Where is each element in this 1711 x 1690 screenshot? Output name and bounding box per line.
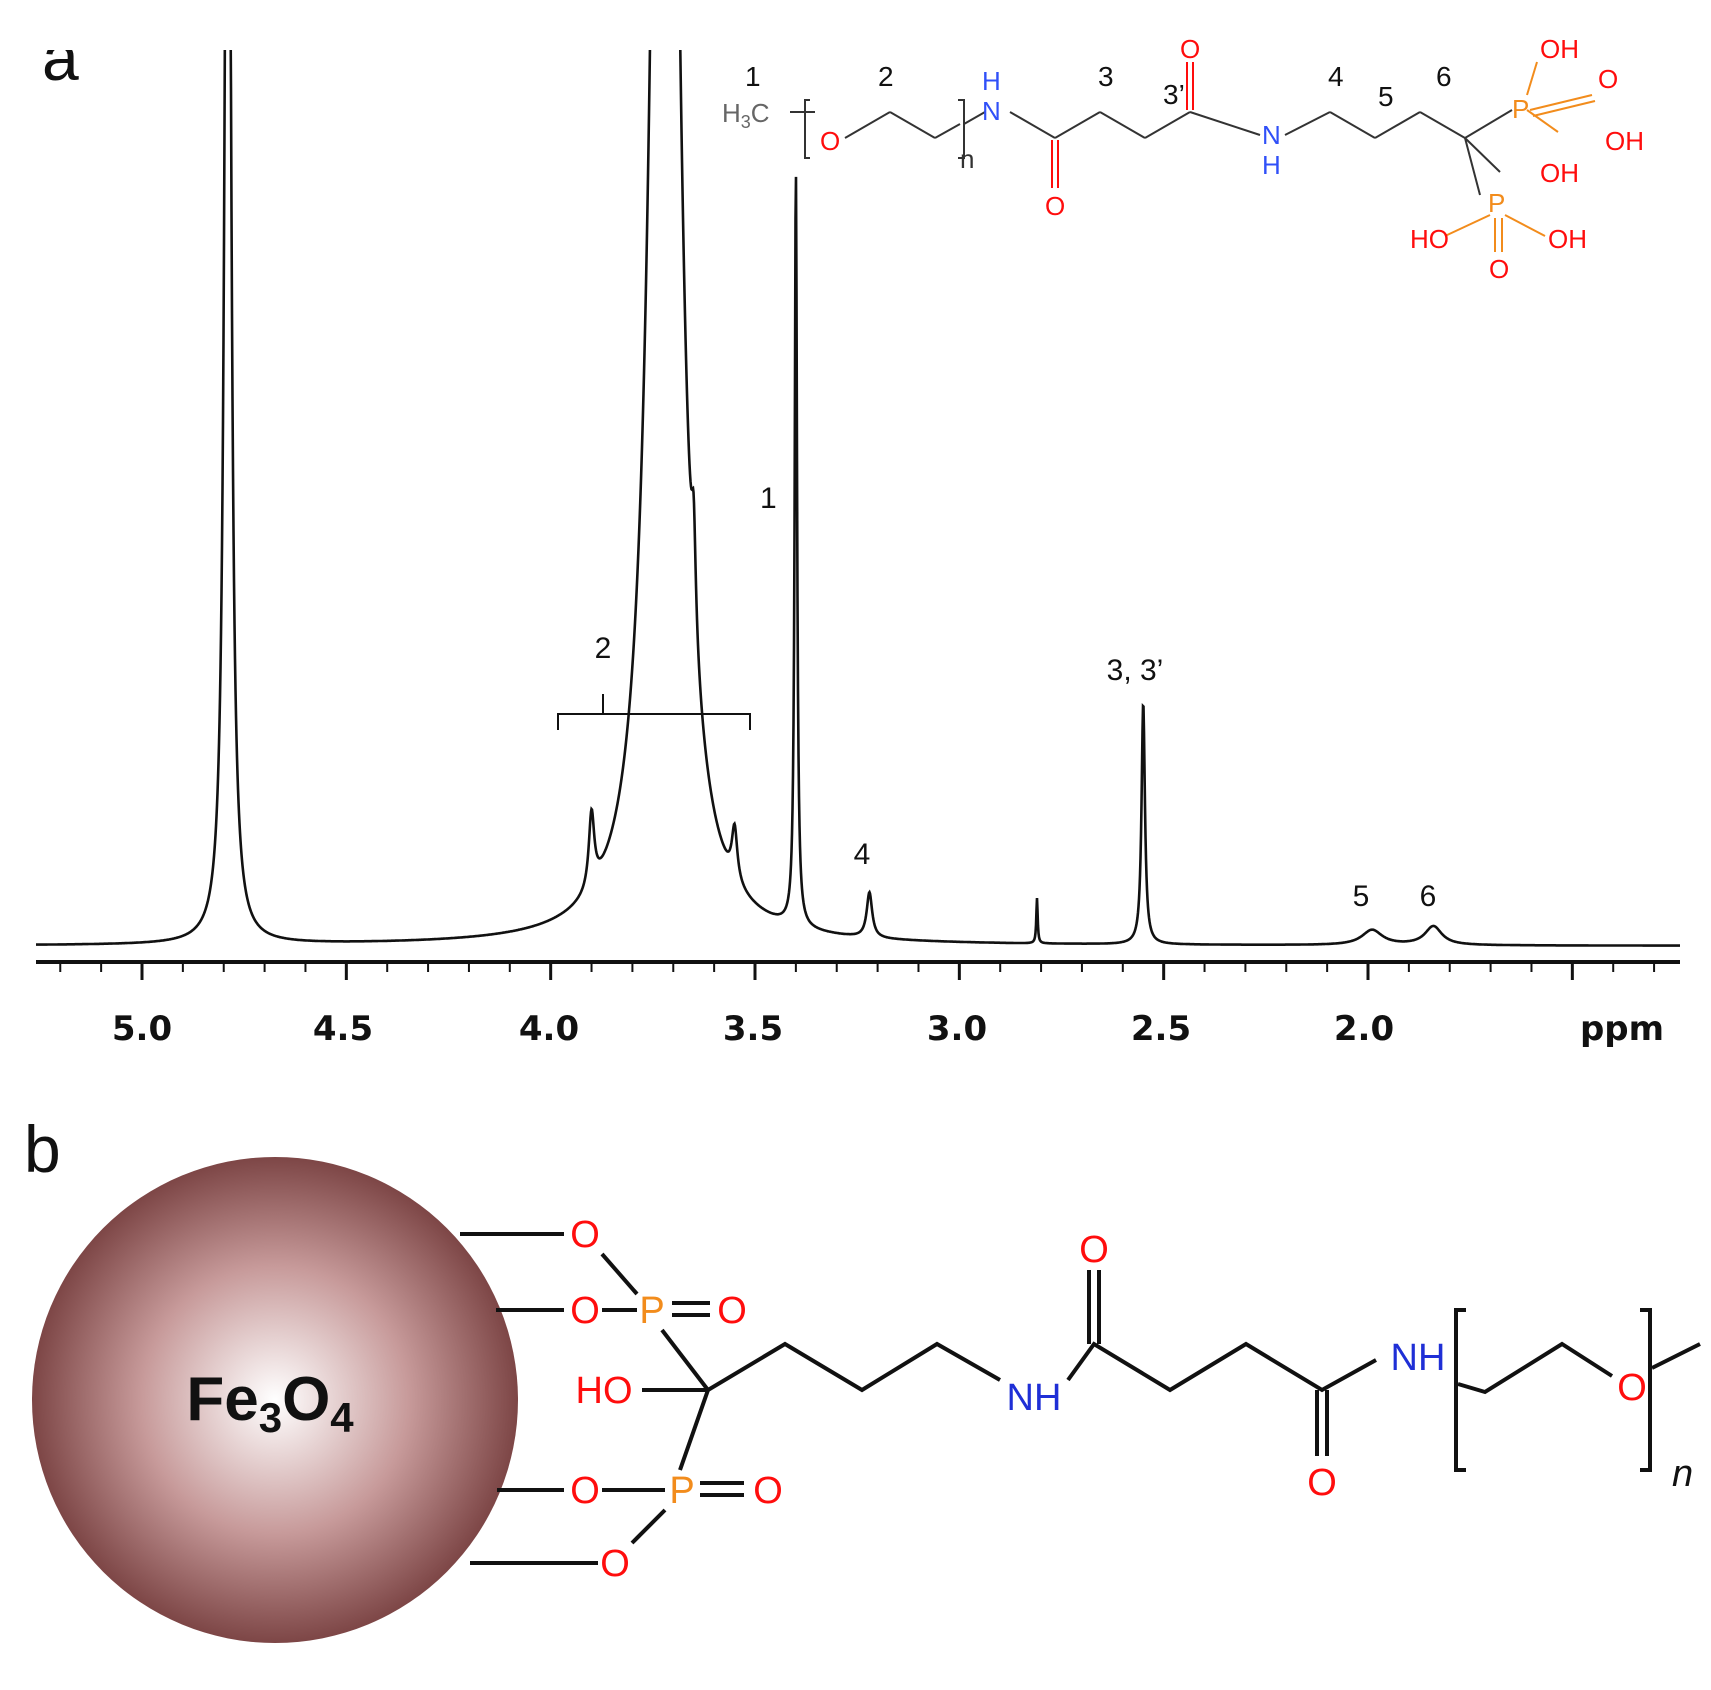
peg-repeat-n: n: [1672, 1453, 1693, 1495]
anchor-o-2: O: [570, 1290, 600, 1332]
panel-b-letter: b: [24, 1112, 61, 1186]
p2-ho-left: HO: [1410, 224, 1449, 254]
phosphorus-1: P: [639, 1290, 664, 1332]
phosphoryl-o-1: O: [717, 1290, 747, 1332]
carbonyl-o-lower: O: [1045, 191, 1065, 221]
peak-label-6: 6: [1420, 880, 1437, 913]
phosphorus-upper: P: [1512, 94, 1529, 124]
peg-ether-o: O: [1617, 1367, 1647, 1409]
p1-oh-right: OH: [1605, 126, 1644, 156]
phosphorus-2: P: [669, 1470, 694, 1512]
spectrum-trace: [36, 8, 1680, 947]
spectrum-top-clip: [0, 0, 1711, 50]
tick-label-4-5: 4.5: [313, 1009, 373, 1049]
c-oh: OH: [1540, 158, 1579, 188]
double-bonds: [1087, 1270, 1329, 1456]
anchor-o-3: O: [570, 1470, 600, 1512]
nh1-h-label: H: [982, 66, 1001, 96]
peak-label-4: 4: [854, 838, 871, 871]
ether-o-label: O: [820, 126, 840, 156]
peak-label-3-3prime: 3, 3’: [1107, 654, 1164, 687]
nh2-n-label: N: [1262, 120, 1281, 150]
methyl-label: H3C: [722, 98, 770, 132]
fe3o4-label: Fe3O4: [186, 1365, 354, 1441]
anchor-o-4: O: [600, 1543, 630, 1585]
amide-nh-2: NH: [1391, 1337, 1446, 1379]
phosphoryl-o-2: O: [753, 1470, 783, 1512]
x-axis: 5.0 4.5 4.0 3.5 3.0 2.5 2.0 ppm: [36, 960, 1680, 1049]
carbonyl-o-upper: O: [1180, 34, 1200, 64]
nh2-h-label: H: [1262, 150, 1281, 180]
anchor-o-1: O: [570, 1214, 600, 1256]
p2-o-double: O: [1489, 254, 1509, 284]
carbonyl-o-top: O: [1079, 1229, 1109, 1271]
x-axis-ticks: [59, 962, 1656, 980]
structure-num-3prime: 3’: [1163, 79, 1185, 110]
tick-label-3-5: 3.5: [723, 1009, 783, 1049]
phosphorus-lower: P: [1488, 188, 1505, 218]
structure-num-1: 1: [745, 61, 761, 92]
group-2-bracket: [557, 694, 751, 730]
carbonyl-o-bottom: O: [1307, 1462, 1337, 1504]
tick-label-2-5: 2.5: [1131, 1009, 1191, 1049]
tick-label-3-0: 3.0: [927, 1009, 987, 1049]
p1-oh-top: OH: [1540, 34, 1579, 64]
structure-num-3: 3: [1098, 61, 1114, 92]
p1-o-double: O: [1598, 64, 1618, 94]
amide-nh-1: NH: [1007, 1377, 1062, 1419]
p2-oh-right: OH: [1548, 224, 1587, 254]
structure-inset: H3C O n H N O O N H P P OH O OH OH HO OH…: [722, 34, 1644, 284]
tick-label-2-0: 2.0: [1334, 1009, 1394, 1049]
axis-unit-ppm: ppm: [1580, 1009, 1664, 1049]
tick-label-4-0: 4.0: [519, 1009, 579, 1049]
peak-label-5: 5: [1353, 880, 1370, 913]
tick-label-5-0: 5.0: [112, 1009, 172, 1049]
peak-label-2: 2: [595, 632, 612, 665]
hydroxyl-ho: HO: [576, 1370, 633, 1412]
nmr-spectrum: [0, 0, 1711, 947]
structure-num-2: 2: [878, 61, 894, 92]
fe3o4-core: [32, 1157, 518, 1643]
nh1-n-label: N: [982, 96, 1001, 126]
structure-num-5: 5: [1378, 81, 1394, 112]
structure-num-4: 4: [1328, 61, 1344, 92]
structure-num-6: 6: [1436, 61, 1452, 92]
repeat-n-label: n: [960, 144, 974, 174]
anchor-bonds: [460, 1232, 1701, 1565]
phosphoryl-double-bonds: [672, 1301, 744, 1497]
peak-label-1: 1: [760, 482, 777, 515]
